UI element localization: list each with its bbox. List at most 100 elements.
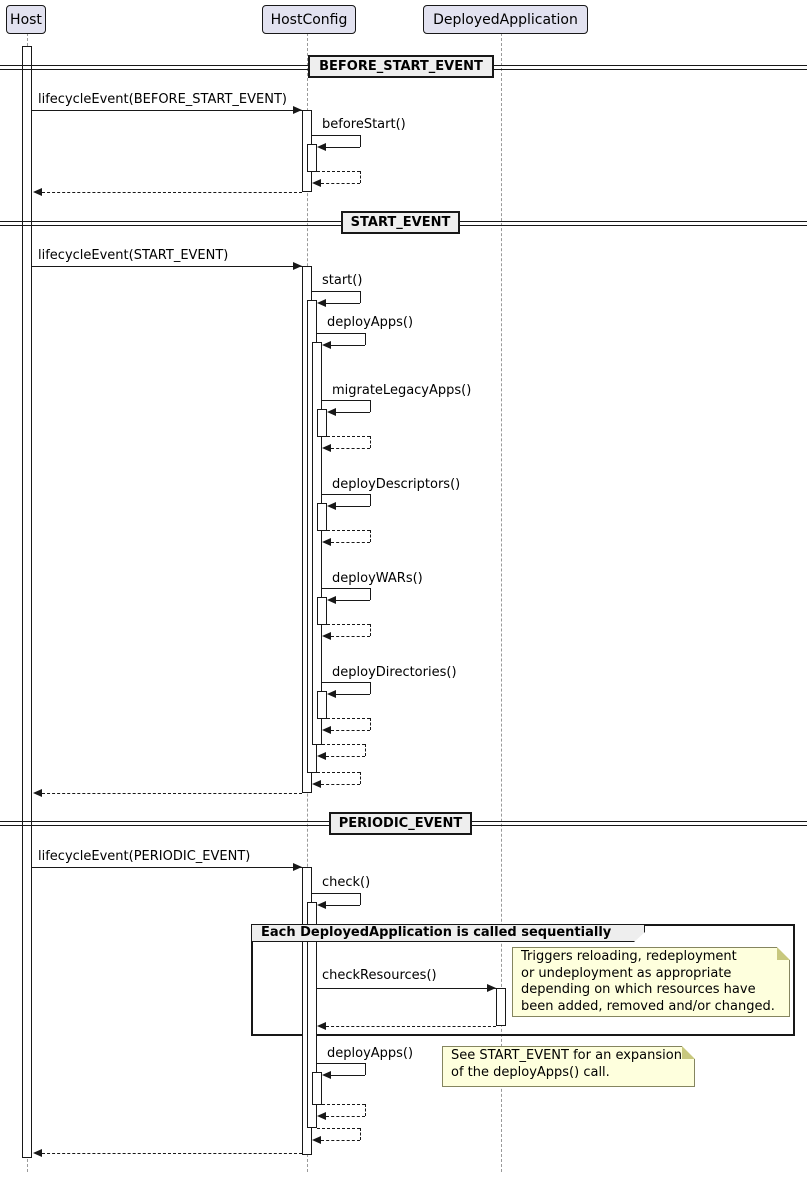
arrowhead-icon (322, 444, 331, 452)
self-call-line (360, 893, 361, 905)
self-return-line (365, 1104, 366, 1116)
self-call-line (322, 588, 370, 589)
self-return-line (317, 171, 360, 172)
self-return-line (327, 530, 370, 531)
activation-bar-deployapps (312, 342, 322, 745)
message-line (32, 266, 302, 267)
arrowhead-icon (317, 299, 326, 307)
self-call-line (370, 682, 371, 694)
note-checkresources: Triggers reloading, redeployment or unde… (512, 947, 790, 1017)
arrowhead-icon (312, 780, 321, 788)
self-call-line (336, 506, 370, 507)
activation-bar-beforestart (307, 144, 317, 172)
self-call-line (370, 400, 371, 412)
note-line: See START_EVENT for an expansion (451, 1048, 682, 1063)
arrowhead-icon (312, 1136, 321, 1144)
activation-bar-host (22, 46, 32, 1158)
arrowhead-icon (293, 106, 302, 114)
message-label-lifecycle-before-start: lifecycleEvent(BEFORE_START_EVENT) (38, 92, 287, 107)
self-call-line (370, 588, 371, 600)
arrowhead-icon (322, 632, 331, 640)
self-call-line (365, 333, 366, 345)
self-return-line (331, 448, 370, 449)
note-line: depending on which resources have (521, 982, 756, 997)
self-call-line (322, 494, 370, 495)
self-return-line (370, 718, 371, 730)
self-return-line (327, 718, 370, 719)
self-call-line (322, 400, 370, 401)
message-line (317, 988, 496, 989)
self-return-line (370, 624, 371, 636)
self-return-line (365, 744, 366, 756)
message-label-checkresources: checkResources() (322, 968, 437, 983)
arrowhead-icon (317, 1022, 326, 1030)
self-call-line (370, 494, 371, 506)
arrowhead-icon (317, 752, 326, 760)
self-call-line (317, 1063, 365, 1064)
note-fold-icon (777, 947, 790, 960)
activation-bar-deploywars (317, 597, 327, 625)
return-line (326, 1026, 496, 1027)
self-return-line (326, 1116, 365, 1117)
self-return-line (322, 1104, 365, 1105)
arrowhead-icon (293, 262, 302, 270)
self-return-line (317, 1128, 360, 1129)
arrowhead-icon (327, 502, 336, 510)
self-return-line (326, 756, 365, 757)
arrowhead-icon (322, 726, 331, 734)
note-line: of the deployApps() call. (451, 1064, 610, 1080)
arrowhead-icon (327, 596, 336, 604)
note-line: been added, removed and/or changed. (521, 998, 775, 1014)
self-return-line (331, 542, 370, 543)
participant-host: Host (6, 5, 46, 34)
note-line: or undeployment as appropriate (521, 965, 732, 981)
message-label-check: check() (322, 875, 371, 890)
self-return-line (327, 436, 370, 437)
arrowhead-icon (33, 789, 42, 797)
self-return-line (360, 1128, 361, 1140)
arrowhead-icon (317, 1112, 326, 1120)
group-header: Each DeployedApplication is called seque… (251, 924, 645, 942)
message-line (32, 867, 302, 868)
arrowhead-icon (33, 188, 42, 196)
message-label-start: start() (322, 273, 363, 288)
participant-hostconfig: HostConfig (262, 5, 356, 34)
activation-bar-deploydirectories (317, 691, 327, 719)
arrowhead-icon (322, 538, 331, 546)
self-call-line (365, 1063, 366, 1075)
arrowhead-icon (322, 341, 331, 349)
arrowhead-icon (322, 1071, 331, 1079)
activation-bar-deployedapplication (496, 988, 506, 1026)
arrowhead-icon (293, 863, 302, 871)
return-line-to-host (42, 793, 302, 794)
self-return-line (360, 171, 361, 183)
message-label-deploydescriptors: deployDescriptors() (332, 477, 461, 492)
self-return-line (321, 183, 360, 184)
arrowhead-icon (327, 408, 336, 416)
self-return-line (317, 772, 360, 773)
participant-deployedapplication: DeployedApplication (423, 5, 588, 34)
message-line (32, 110, 302, 111)
self-return-line (370, 436, 371, 448)
self-call-line (312, 135, 360, 136)
message-label-beforestart: beforeStart() (322, 117, 406, 132)
self-return-line (327, 624, 370, 625)
self-call-line (360, 291, 361, 303)
self-call-line (326, 905, 360, 906)
message-label-migratelegacyapps: migrateLegacyApps() (332, 383, 472, 398)
activation-bar-check (307, 902, 317, 1128)
message-label-lifecycle-periodic: lifecycleEvent(PERIODIC_EVENT) (38, 849, 251, 864)
divider-periodic-event: PERIODIC_EVENT (329, 812, 472, 835)
self-call-line (312, 291, 360, 292)
self-return-line (331, 636, 370, 637)
note-fold-icon (682, 1046, 695, 1059)
divider-start-event: START_EVENT (341, 211, 460, 234)
lifeline-deployedapplication (501, 33, 502, 1172)
self-call-line (317, 333, 365, 334)
self-call-line (360, 135, 361, 147)
arrowhead-icon (317, 901, 326, 909)
message-label-deploydirectories: deployDirectories() (332, 665, 457, 680)
self-call-line (312, 893, 360, 894)
self-return-line (360, 772, 361, 784)
